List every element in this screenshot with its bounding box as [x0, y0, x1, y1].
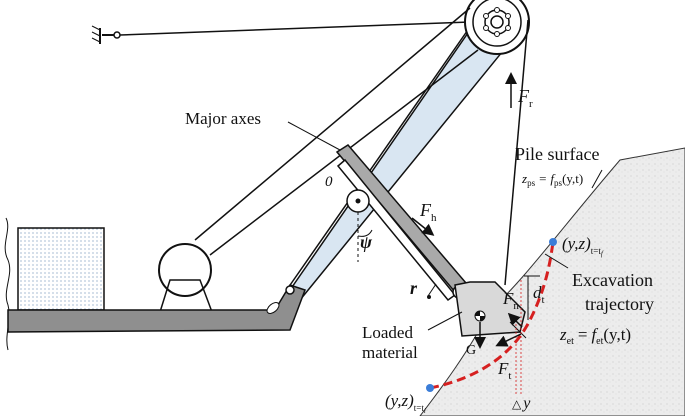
psi-label: ψ	[360, 232, 373, 252]
r-label: r	[410, 278, 418, 298]
force-fn-label: Fn	[502, 289, 519, 312]
excavation-label: Excavation	[572, 270, 653, 290]
boom	[289, 29, 522, 302]
gravity-label: G	[466, 343, 476, 358]
pile-surface	[419, 147, 685, 416]
major-axes-label: Major axes	[185, 109, 261, 128]
excavation-trajectory	[429, 241, 555, 390]
loaded-material-leader	[427, 311, 463, 331]
gantry-cable-upper	[194, 7, 471, 241]
force-fr-label: Fr	[517, 86, 533, 110]
force-fn-arrow	[507, 312, 523, 328]
trajectory-end-point	[549, 238, 557, 246]
bucket	[454, 281, 526, 337]
trajectory-leader	[544, 253, 569, 269]
trajectory-start-point	[426, 384, 434, 392]
pile-surface-leader	[591, 169, 603, 189]
center-of-gravity-icon	[474, 310, 486, 322]
psi-arc	[357, 229, 373, 237]
boom-foot-pin-icon	[285, 285, 295, 295]
trajectory-equation: zet=fet(y,t)	[559, 325, 631, 347]
origin-label: 0	[325, 174, 333, 190]
pile-surface-equation: zps=fps(y,t)	[521, 171, 583, 188]
machinery-house	[17, 227, 105, 311]
deck-pin-icon	[266, 302, 280, 314]
anchor-icon	[91, 25, 121, 44]
end-point-label: (y,z)t=tf	[562, 234, 604, 258]
pile-surface-label: Pile surface	[515, 144, 599, 164]
dt-label: dt	[533, 283, 545, 306]
force-fh-label: Fh	[419, 200, 437, 224]
r-leader	[427, 283, 437, 297]
trajectory-label: trajectory	[585, 294, 654, 314]
bucket-tooth	[509, 321, 527, 339]
force-ft-label: Ft	[497, 359, 511, 382]
boom-edge	[287, 23, 473, 289]
r-point	[427, 295, 431, 299]
force-ft-arrow	[495, 333, 522, 347]
start-point-label: (y,z)t=ti	[385, 391, 426, 415]
force-fh-arrow	[411, 217, 435, 236]
suspension-cable	[119, 21, 471, 36]
shipper-shaft-icon	[346, 189, 370, 213]
material-label: material	[362, 343, 418, 362]
hoist-rope	[504, 19, 529, 286]
top-sheave-icon	[464, 0, 530, 55]
major-axes-leader	[287, 121, 341, 151]
delta-y-label: △y	[512, 395, 531, 412]
deck-sheave-icon	[158, 243, 214, 313]
loaded-label: Loaded	[362, 323, 413, 342]
